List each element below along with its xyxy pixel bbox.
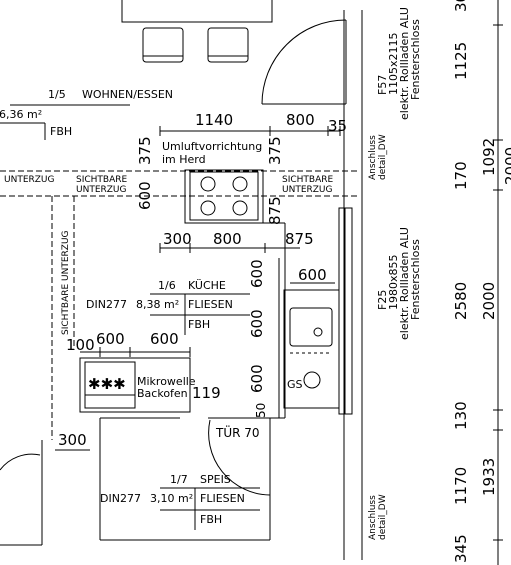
room-area-wohnen: 26,36 m² bbox=[0, 108, 42, 121]
axis-2000b: 2000 bbox=[502, 147, 511, 185]
hood-label-1: Umluftvorrichtung bbox=[162, 140, 262, 153]
axis-2000: 2000 bbox=[480, 282, 498, 320]
burner bbox=[200, 200, 216, 216]
anschluss-top-1: Anschluss bbox=[368, 135, 378, 180]
axis-1092: 1092 bbox=[480, 138, 498, 176]
dishwasher-symbol bbox=[303, 371, 321, 389]
window-f25-id: F25 bbox=[376, 290, 389, 310]
oven-unit bbox=[79, 357, 191, 413]
window-f25-size: 1980x855 bbox=[387, 254, 400, 310]
beam-unterzug-right: UNTERZUG bbox=[282, 185, 333, 195]
room-floor-speis: FLIESEN bbox=[200, 492, 245, 505]
beam-vertical: SICHTBARE UNTERZUG bbox=[61, 230, 71, 335]
chair bbox=[207, 27, 249, 63]
beam-label-left: UNTERZUG bbox=[4, 175, 55, 185]
room-heating-wohnen: FBH bbox=[50, 125, 72, 138]
burner bbox=[232, 176, 248, 192]
dim-600-horizontal: 600 bbox=[298, 266, 327, 284]
axis-1125: 1125 bbox=[452, 42, 470, 80]
room-number-kueche: 1/6 bbox=[158, 279, 176, 292]
window-f57-line3: Fensterschloss bbox=[409, 19, 422, 100]
dining-table bbox=[121, 0, 273, 23]
beam-sichtbare-right: SICHTBARE bbox=[282, 175, 334, 185]
burner bbox=[200, 176, 216, 192]
sink-gs-label: GS bbox=[287, 378, 303, 391]
microwave-label-2: Backofen bbox=[137, 387, 188, 400]
room-number-wohnen: 1/5 bbox=[48, 88, 66, 101]
dim-100: 100 bbox=[66, 336, 95, 354]
dim-300: 300 bbox=[163, 230, 192, 248]
room-heating-kueche: FBH bbox=[188, 318, 210, 331]
dim-600-a: 600 bbox=[96, 330, 125, 348]
chair bbox=[142, 27, 184, 63]
axis-2580: 2580 bbox=[452, 282, 470, 320]
room-area-speis: 3,10 m² bbox=[150, 492, 193, 505]
dim-600-right-2: 600 bbox=[248, 309, 266, 338]
oven-stars: ✱✱✱ bbox=[88, 375, 126, 393]
dim-800-mid: 800 bbox=[213, 230, 242, 248]
axis-1170: 1170 bbox=[452, 467, 470, 505]
cooktop-counter bbox=[184, 169, 264, 224]
anschluss-bottom-2: detail_DW bbox=[378, 494, 388, 540]
dim-800-top: 800 bbox=[286, 111, 315, 129]
room-norm-speis: DIN277 bbox=[100, 492, 141, 505]
dim-50: 50 bbox=[254, 403, 268, 418]
room-name-wohnen: WOHNEN/ESSEN bbox=[82, 88, 173, 101]
dim-119: 119 bbox=[192, 384, 221, 402]
dim-600-vertical: 600 bbox=[136, 181, 154, 210]
door-swing-speis bbox=[208, 419, 271, 496]
room-number-speis: 1/7 bbox=[170, 473, 188, 486]
axis-130: 130 bbox=[452, 401, 470, 430]
dim-375-left: 375 bbox=[136, 136, 154, 165]
window-f57-size: 1105x2115 bbox=[387, 33, 400, 96]
room-area-kueche: 8,38 m² bbox=[136, 298, 179, 311]
dim-375-right: 375 bbox=[266, 136, 284, 165]
window-f25-line2: elektr. Rollladen ALU bbox=[398, 227, 411, 340]
dim-600-right-1: 600 bbox=[248, 259, 266, 288]
microwave-label-1: Mikrowelle bbox=[137, 375, 196, 388]
room-floor-kueche: FLIESEN bbox=[188, 298, 233, 311]
axis-1933: 1933 bbox=[480, 458, 498, 496]
room-heating-speis: FBH bbox=[200, 513, 222, 526]
room-name-speis: SPEIS bbox=[200, 473, 231, 486]
dim-600-right-3: 600 bbox=[248, 364, 266, 393]
anschluss-bottom-1: Anschluss bbox=[368, 495, 378, 540]
door-swing-left bbox=[0, 453, 41, 471]
beam-sichtbare-left: SICHTBARE bbox=[76, 175, 128, 185]
window-f25-line3: Fensterschloss bbox=[409, 239, 422, 320]
axis-345: 345 bbox=[452, 534, 470, 563]
door-label: TÜR 70 bbox=[215, 424, 260, 440]
window-f57-line2: elektr. Rollladen ALU bbox=[398, 7, 411, 120]
anschluss-top-2: detail_DW bbox=[378, 134, 388, 180]
dim-1140: 1140 bbox=[195, 111, 233, 129]
axis-170: 170 bbox=[452, 161, 470, 190]
window-f57-id: F57 bbox=[376, 75, 389, 95]
sink bbox=[289, 307, 333, 347]
beam-unterzug-left: UNTERZUG bbox=[76, 185, 127, 195]
dim-875-horizontal: 875 bbox=[285, 230, 314, 248]
room-norm-kueche: DIN277 bbox=[86, 298, 127, 311]
sink-counter bbox=[283, 289, 340, 409]
axis-30: 30 bbox=[452, 0, 470, 12]
door-swing-f57 bbox=[261, 19, 347, 105]
hood-label-2: im Herd bbox=[162, 153, 206, 166]
burner bbox=[232, 200, 248, 216]
dim-35: 35 bbox=[328, 117, 347, 135]
dim-875-vertical: 875 bbox=[266, 196, 284, 225]
dim-300-bottom: 300 bbox=[58, 431, 87, 449]
dim-600-b: 600 bbox=[150, 330, 179, 348]
room-name-kueche: KÜCHE bbox=[188, 279, 226, 292]
